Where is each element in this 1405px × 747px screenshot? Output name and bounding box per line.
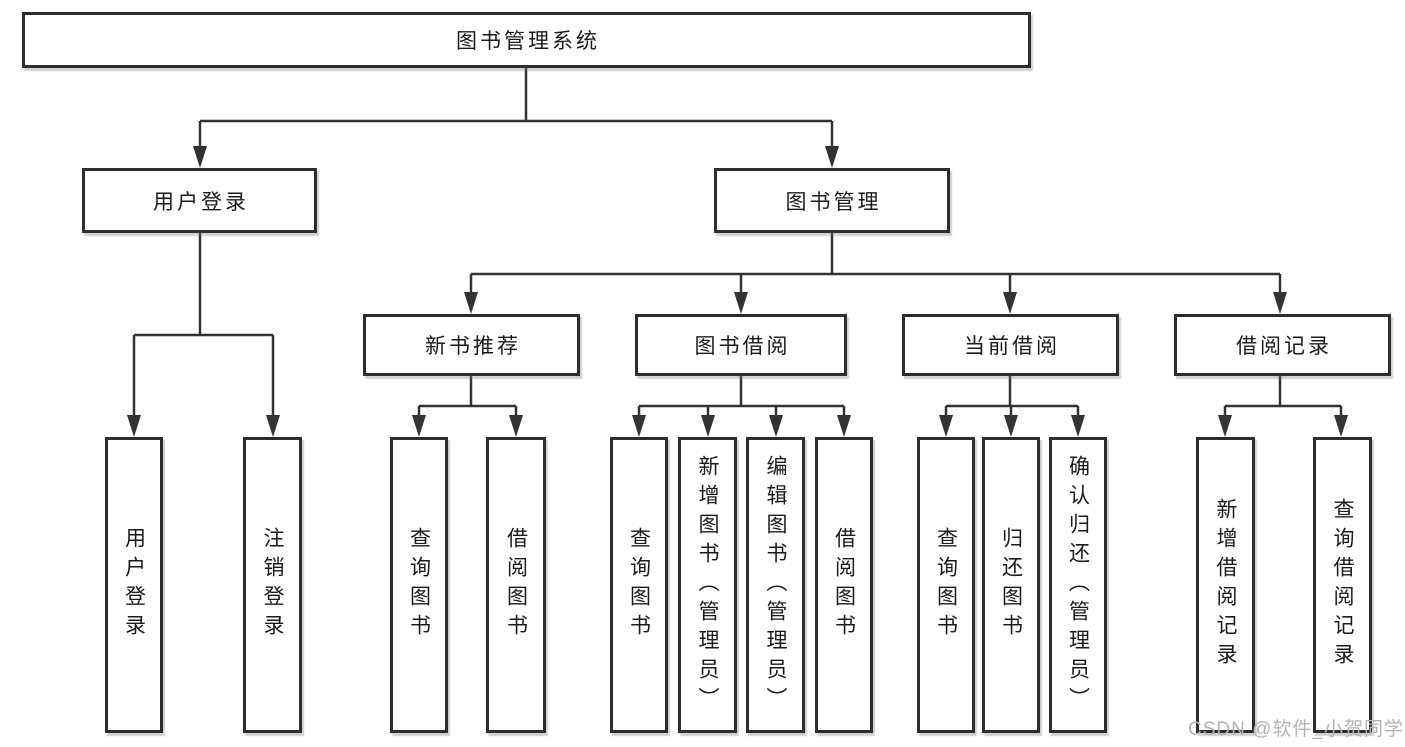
leaf-label: 查询图书 [407,527,431,643]
csdn-watermark: CSDN @软件_小贺同学 [1188,719,1404,740]
arrow-down-icon [1218,415,1232,437]
arrow-down-icon [464,292,478,314]
leaf-add-borrow-record: 新增借阅记录 [1196,437,1255,733]
leaf-query-books-current: 查询图书 [917,437,975,733]
node-book-borrowing: 图书借阅 [635,314,847,376]
node-label: 新书推荐 [425,335,521,358]
node-label: 图书借阅 [694,335,791,358]
connector-book-borrowing-to-children [637,376,846,421]
arrow-down-icon [1273,292,1287,314]
leaf-borrow-books-borrowing: 借阅图书 [815,437,873,733]
leaf-label: 确认归还（管理员） [1066,454,1090,716]
leaf-add-book-admin: 新增图书（管理员） [678,437,737,733]
node-current-borrowing: 当前借阅 [902,314,1119,376]
node-label: 图书管理 [785,190,882,214]
arrow-down-icon [734,292,748,314]
arrow-down-icon [193,146,207,168]
arrow-down-icon [412,415,426,437]
leaf-label: 查询借阅记录 [1331,498,1355,672]
connector-new-book-recommendation-to-children [417,376,518,421]
connector-root-to-level2 [198,68,834,152]
node-label: 借阅记录 [1236,335,1332,358]
leaf-label: 借阅图书 [832,527,856,643]
arrow-down-icon [127,415,141,437]
leaf-label: 借阅图书 [504,527,528,643]
node-label: 当前借阅 [964,335,1060,358]
connector-book-management-to-level3 [469,233,1282,298]
leaf-label: 查询图书 [627,527,651,643]
arrow-down-icon [1071,415,1085,437]
leaf-label: 新增借阅记录 [1214,498,1238,672]
leaf-borrow-books-recommend: 借阅图书 [486,437,546,733]
leaf-label: 用户登录 [122,527,146,643]
arrow-down-icon [837,415,851,437]
arrow-down-icon [509,415,523,437]
leaf-label: 注销登录 [261,527,285,643]
arrow-down-icon [1003,292,1017,314]
leaf-label: 编辑图书（管理员） [764,454,788,716]
leaf-edit-book-admin: 编辑图书（管理员） [746,437,805,733]
connector-current-borrowing-to-children [944,376,1080,421]
leaf-return-books: 归还图书 [982,437,1040,733]
node-library-management-system: 图书管理系统 [22,12,1031,68]
node-new-book-recommendation: 新书推荐 [363,314,580,376]
connector-user-login-to-children [132,233,275,421]
connector-borrowing-records-to-children [1223,376,1343,421]
arrow-down-icon [1334,415,1348,437]
node-label: 图书管理系统 [456,30,600,53]
leaf-label: 新增图书（管理员） [696,454,720,716]
arrow-down-icon [825,146,839,168]
leaf-user-login: 用户登录 [105,437,163,733]
node-label: 用户登录 [153,190,249,214]
leaf-label: 归还图书 [999,527,1023,643]
leaf-label: 查询图书 [934,527,958,643]
leaf-query-books-recommend: 查询图书 [390,437,448,733]
leaf-query-borrow-record: 查询借阅记录 [1313,437,1372,733]
leaf-query-books-borrowing: 查询图书 [610,437,668,733]
node-user-login: 用户登录 [82,168,317,233]
arrow-down-icon [632,415,646,437]
arrow-down-icon [769,415,783,437]
arrow-down-icon [1004,415,1018,437]
leaf-logout: 注销登录 [243,437,302,733]
arrow-down-icon [266,415,280,437]
node-book-management: 图书管理 [714,168,950,233]
leaf-confirm-return-admin: 确认归还（管理员） [1049,437,1107,733]
arrow-down-icon [939,415,953,437]
node-borrowing-records: 借阅记录 [1174,314,1391,376]
arrow-down-icon [701,415,715,437]
